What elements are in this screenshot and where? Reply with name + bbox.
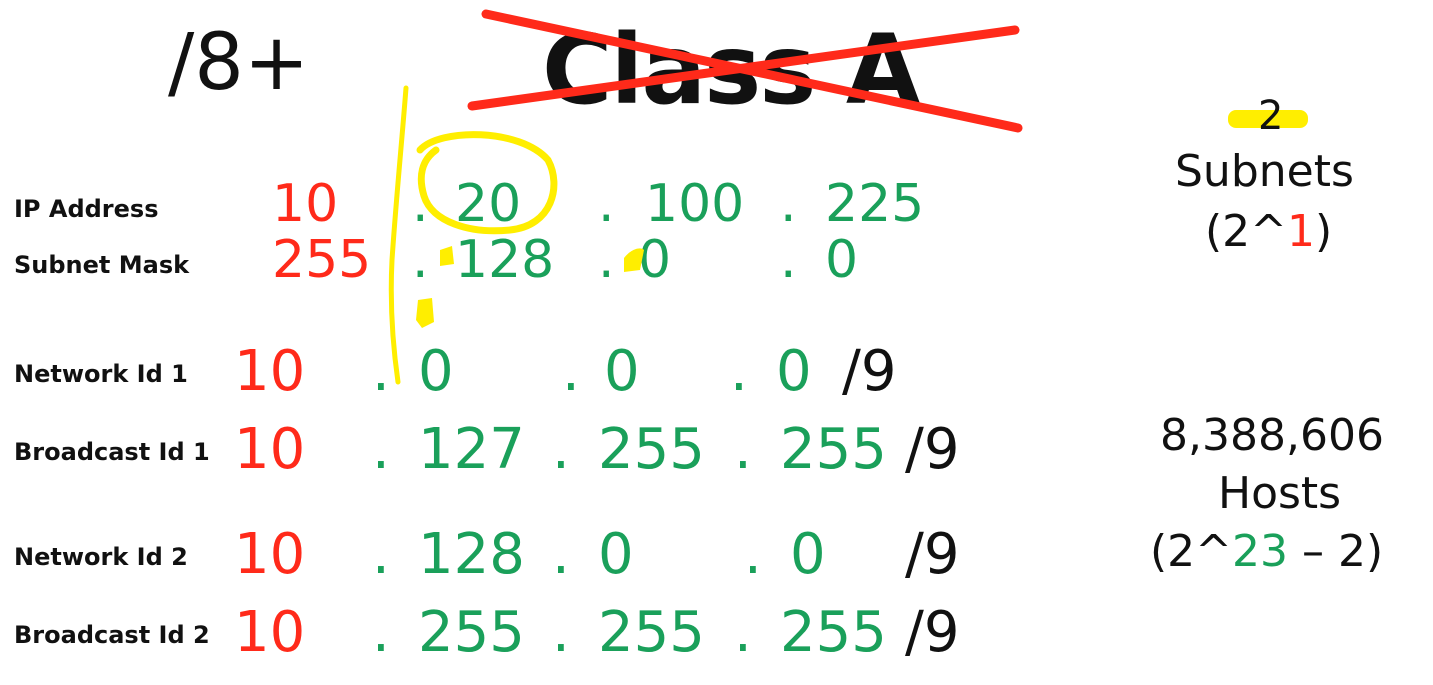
ip-octet-4: 225 <box>825 174 925 234</box>
broadcast-id-1-label: Broadcast Id 1 <box>14 438 210 466</box>
bc1-octet-1: 10 <box>234 417 306 482</box>
net2-dot-2: . <box>552 522 570 587</box>
mask-octet-3: 0 <box>638 230 672 290</box>
net2-cidr: /9 <box>905 522 960 587</box>
mask-octet-2: 128 <box>455 230 555 290</box>
ip-address-label: IP Address <box>14 195 159 223</box>
subnets-formula-exponent: 1 <box>1287 206 1316 257</box>
ip-octet-3: 100 <box>645 174 745 234</box>
net1-octet-4: 0 <box>776 339 812 404</box>
ip-dot-2: . <box>598 174 615 234</box>
bc1-dot-2: . <box>552 417 570 482</box>
subnets-formula: (2^1) <box>1205 210 1332 254</box>
bc2-octet-4: 255 <box>780 600 887 665</box>
cidr-prefix-title: /8+ <box>168 18 310 108</box>
mask-octet-1: 255 <box>272 230 372 290</box>
bc2-octet-2: 255 <box>418 600 525 665</box>
net2-octet-3: 0 <box>598 522 634 587</box>
net1-dot-1: . <box>372 339 390 404</box>
net1-dot-2: . <box>562 339 580 404</box>
mask-dot-1: . <box>412 230 429 290</box>
ip-octet-1: 10 <box>272 174 339 234</box>
subnets-formula-open: (2^ <box>1205 206 1288 257</box>
network-id-2-label: Network Id 2 <box>14 543 188 571</box>
hosts-formula-open: (2^ <box>1150 526 1233 577</box>
subnets-formula-close: ) <box>1315 206 1333 257</box>
highlight-subnet-count <box>1228 110 1308 128</box>
hosts-formula-exponent: 23 <box>1232 526 1289 577</box>
highlight-mark-mask-3 <box>416 298 434 328</box>
strike-line-2 <box>467 25 1020 111</box>
bc2-dot-3: . <box>734 600 752 665</box>
highlight-circle <box>416 131 558 235</box>
network-id-1-label: Network Id 1 <box>14 360 188 388</box>
mask-dot-2: . <box>598 230 615 290</box>
ip-octet-2: 20 <box>455 174 522 234</box>
bc2-octet-1: 10 <box>234 600 306 665</box>
bc1-octet-4: 255 <box>780 417 887 482</box>
highlight-divider-line <box>388 85 409 385</box>
net2-dot-1: . <box>372 522 390 587</box>
net2-dot-3: . <box>744 522 762 587</box>
bc2-octet-3: 255 <box>598 600 705 665</box>
bc1-dot-1: . <box>372 417 390 482</box>
bc2-cidr: /9 <box>905 600 960 665</box>
bc1-dot-3: . <box>734 417 752 482</box>
net1-octet-3: 0 <box>604 339 640 404</box>
mask-octet-4: 0 <box>825 230 859 290</box>
net2-octet-1: 10 <box>234 522 306 587</box>
hosts-formula-close: – 2) <box>1288 526 1384 577</box>
ip-dot-3: . <box>780 174 797 234</box>
host-count: 8,388,606 <box>1160 410 1384 461</box>
net1-octet-2: 0 <box>418 339 454 404</box>
net2-octet-4: 0 <box>790 522 826 587</box>
bc1-octet-3: 255 <box>598 417 705 482</box>
net1-octet-1: 10 <box>234 339 306 404</box>
bc1-octet-2: 127 <box>418 417 525 482</box>
bc2-dot-1: . <box>372 600 390 665</box>
subnet-mask-label: Subnet Mask <box>14 251 190 279</box>
highlight-mark-mask-1 <box>440 246 454 266</box>
broadcast-id-2-label: Broadcast Id 2 <box>14 621 210 649</box>
net1-dot-3: . <box>730 339 748 404</box>
highlight-mark-mask-2 <box>624 248 644 272</box>
subnet-count: 2 <box>1258 93 1284 139</box>
bc1-cidr: /9 <box>905 417 960 482</box>
net2-octet-2: 128 <box>418 522 525 587</box>
bc2-dot-2: . <box>552 600 570 665</box>
hosts-label: Hosts <box>1218 468 1342 519</box>
hosts-formula: (2^23 – 2) <box>1150 530 1383 574</box>
net1-cidr: /9 <box>842 339 897 404</box>
subnets-label: Subnets <box>1175 146 1354 197</box>
mask-dot-3: . <box>780 230 797 290</box>
